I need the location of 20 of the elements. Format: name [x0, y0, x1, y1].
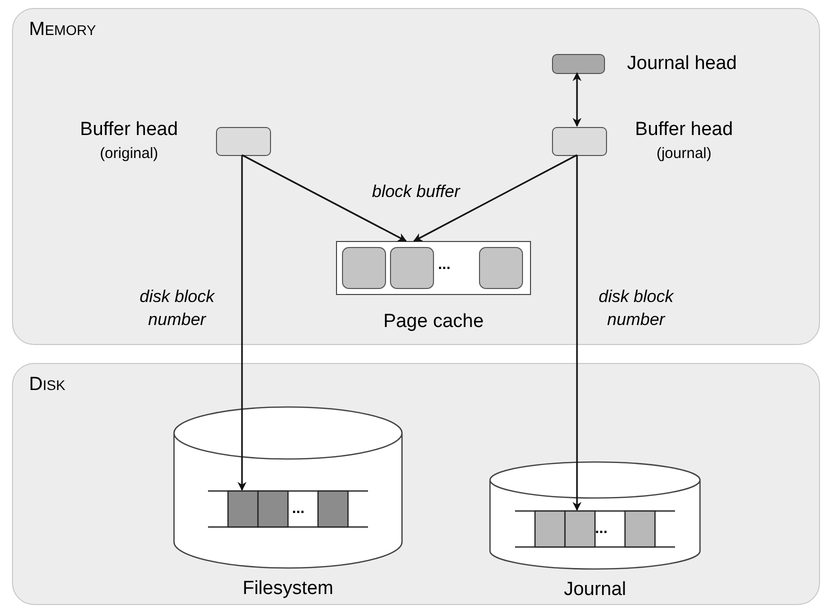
- node-sublabel: (original): [98, 144, 160, 164]
- node-label: Buffer head: [634, 118, 734, 142]
- region-panel: [12, 8, 820, 345]
- node-sublabel: (journal): [655, 144, 713, 164]
- arrow: [238, 155, 246, 491]
- arrow: [572, 72, 582, 127]
- arrow: [413, 154, 578, 242]
- region-title: MEMORY: [29, 19, 96, 41]
- node-label: Filesystem: [242, 578, 334, 600]
- ellipsis: ...: [595, 520, 608, 537]
- arrow: [242, 154, 407, 242]
- arrow: [572, 155, 582, 511]
- region-panel: [12, 363, 820, 605]
- node-label: Journal head: [627, 52, 737, 76]
- ellipsis: ...: [292, 500, 305, 517]
- node-label: Page cache: [382, 311, 485, 333]
- ellipsis: ...: [438, 256, 451, 273]
- node-label: Buffer head: [79, 118, 179, 142]
- region-title: DISK: [29, 374, 66, 396]
- node-label: Journal: [562, 579, 628, 601]
